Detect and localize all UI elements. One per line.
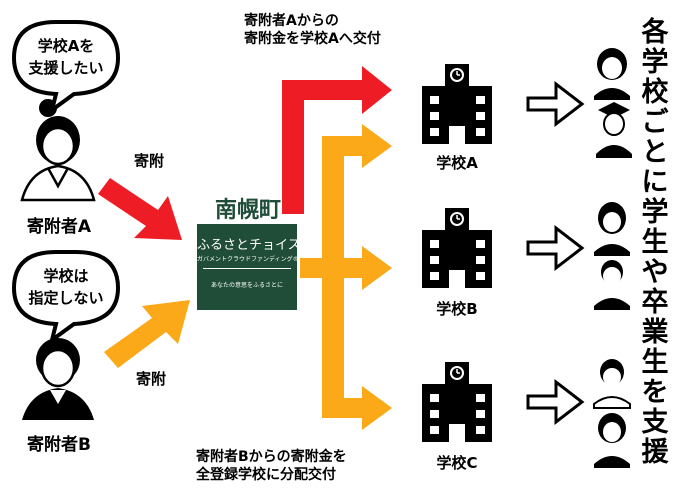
school-a-to-students-arrow [526,80,585,128]
donor-b-person-icon [22,338,94,420]
student-female-uniform-icon [594,202,630,256]
student-male-uniform-icon [594,260,630,310]
donor-a-donation-arrow [98,178,182,240]
donor-a-speech-bubble-shape [11,20,121,115]
school-c-to-students-arrow [526,378,585,426]
vertical-caption: 各学校ごとに学生や卒業生を支援 [641,17,669,468]
town-to-all-schools-arrow [300,124,392,430]
town-name: 南幌町 [214,198,281,223]
donor-b-bubble-line-2: 指定しない [28,289,104,307]
flow-b-caption-line-2: 全登録学校に分配交付 [196,467,336,483]
school-b-label: 学校B [436,300,478,318]
furusato-choice-logo: ふるさとチョイス ガバメントクラウドファンディング® あなたの意思をふるさとに [197,224,301,310]
school-a-building-icon [422,64,492,144]
graduate-female-icon [594,413,630,468]
donor-a-person-icon [20,99,96,202]
donation-label-bottom: 寄附 [136,370,167,388]
student-graduate-icon [596,102,632,158]
platform-title: ふるさとチョイス [197,238,301,253]
logo-divider [203,268,291,269]
town-to-school-a-arrow [282,66,392,214]
flow-a-caption-line-1: 寄附者Aからの [244,13,339,29]
school-b-building-icon [422,208,492,288]
donor-a-speech-bubble: 学校Aを 支援したい [14,36,118,82]
donor-b-speech-bubble: 学校は 指定しない [14,266,118,312]
school-a-label: 学校A [436,154,478,172]
graduate-male-icon [593,359,631,409]
donor-a-bubble-line-1: 学校Aを [37,37,95,55]
school-c-label: 学校C [436,454,478,472]
donation-label-top: 寄附 [134,152,165,170]
student-female-icon [594,48,630,100]
donor-b-label: 寄附者B [27,435,91,455]
donor-b-bubble-line-1: 学校は [43,267,89,285]
donor-a-label: 寄附者A [26,217,92,237]
school-c-building-icon [422,362,492,442]
flow-a-caption-line-2: 寄附金を学校Aへ交付 [244,31,381,47]
donor-b-donation-arrow [104,300,190,368]
platform-subtitle: ガバメントクラウドファンディング® [197,256,299,263]
flow-b-caption: 寄附者Bからの寄附金を 全登録学校に分配交付 [196,448,347,484]
platform-tagline: あなたの意思をふるさとに [210,282,283,289]
school-b-to-students-arrow [526,224,585,272]
donor-b-speech-bubble-shape [11,250,121,345]
donor-a-bubble-line-2: 支援したい [28,59,104,77]
flow-a-caption: 寄附者Aからの 寄附金を学校Aへ交付 [244,12,381,48]
flow-b-caption-line-1: 寄附者Bからの寄附金を [196,449,347,465]
